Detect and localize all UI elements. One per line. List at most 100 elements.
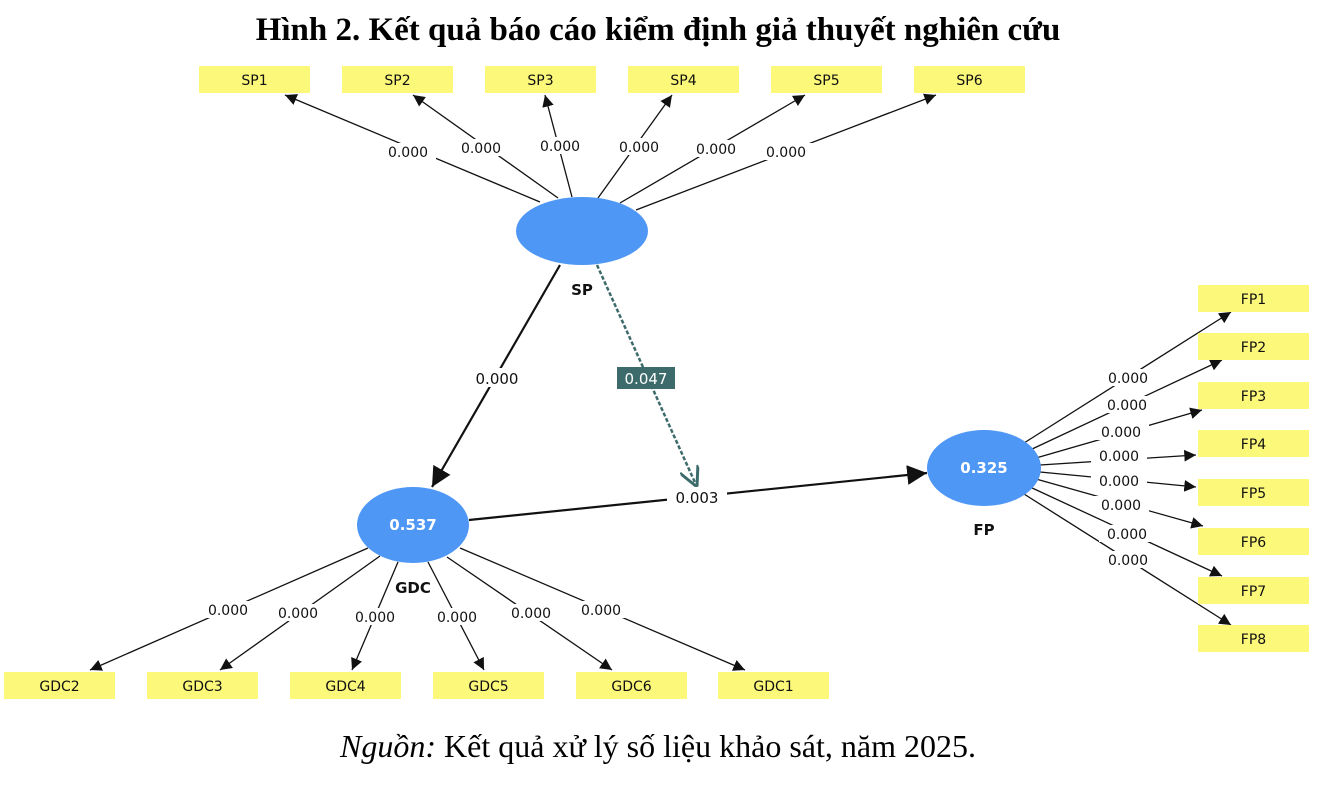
indicator-box (628, 66, 739, 93)
label-bg (503, 604, 559, 621)
indicator-box (342, 66, 453, 93)
loading-p-value: 0.000 (540, 139, 580, 155)
indicator-box (1198, 625, 1309, 652)
label-bg (380, 143, 436, 160)
indicator-box (433, 672, 544, 699)
indicator-label: GDC1 (753, 679, 793, 695)
indicator-label: FP2 (1241, 340, 1266, 356)
indicator-label: FP5 (1241, 486, 1266, 502)
indicator-fp3[interactable]: FP3 (1198, 382, 1309, 409)
loading-p-value: 0.000 (1099, 449, 1139, 465)
indicator-box (1198, 430, 1309, 457)
indicator-label: GDC3 (182, 679, 222, 695)
label-bg (347, 608, 403, 625)
construct-label: FP (973, 521, 994, 539)
label-bg (1100, 369, 1156, 386)
indicator-label: GDC5 (468, 679, 508, 695)
indicator-label: FP4 (1241, 437, 1266, 453)
figure-caption: Nguồn: Kết quả xử lý số liệu khảo sát, n… (0, 728, 1316, 765)
construct-label: GDC (395, 579, 431, 597)
indicator-fp6[interactable]: FP6 (1198, 528, 1309, 555)
label-bg (1099, 396, 1155, 413)
construct-ellipse (516, 197, 648, 265)
path-gdc-to-fp-p-value: 0.003 (676, 489, 719, 507)
indicator-label: FP7 (1241, 584, 1266, 600)
label-bg (1093, 496, 1149, 513)
indicator-fp4[interactable]: FP4 (1198, 430, 1309, 457)
indicator-fp8[interactable]: FP8 (1198, 625, 1309, 652)
figure-title: Hình 2. Kết quả báo cáo kiểm định giả th… (255, 12, 1061, 48)
indicator-fp1[interactable]: FP1 (1198, 285, 1309, 312)
loading-p-value: 0.000 (1101, 498, 1141, 514)
label-bg (429, 608, 485, 625)
label-bg (467, 368, 527, 387)
label-bg (1093, 423, 1149, 440)
indicator-label: GDC6 (611, 679, 651, 695)
indicator-box (1198, 382, 1309, 409)
indicator-box (1198, 479, 1309, 506)
indicator-gdc1[interactable]: GDC1 (718, 672, 829, 699)
label-bg (453, 139, 509, 156)
label-bg (1091, 472, 1147, 489)
indicator-label: SP4 (670, 73, 696, 89)
construct-sp[interactable]: SP (516, 197, 648, 299)
indicator-box (1198, 333, 1309, 360)
caption-source-label: Nguồn: (340, 728, 437, 764)
indicator-label: SP3 (527, 73, 553, 89)
loading-p-value: 0.000 (278, 606, 318, 622)
indicator-gdc4[interactable]: GDC4 (290, 672, 401, 699)
indicator-label: FP3 (1241, 389, 1266, 405)
indicator-box (485, 66, 596, 93)
loading-p-value: 0.000 (581, 603, 621, 619)
indicator-box (914, 66, 1025, 93)
indicator-box (771, 66, 882, 93)
indicator-box (576, 672, 687, 699)
loading-p-value: 0.000 (1108, 371, 1148, 387)
indicator-sp5[interactable]: SP5 (771, 66, 882, 93)
indicator-sp4[interactable]: SP4 (628, 66, 739, 93)
indicator-gdc6[interactable]: GDC6 (576, 672, 687, 699)
indicator-sp6[interactable]: SP6 (914, 66, 1025, 93)
loading-p-value: 0.000 (696, 142, 736, 158)
loading-p-value: 0.000 (461, 141, 501, 157)
indicator-sp3[interactable]: SP3 (485, 66, 596, 93)
loading-p-value: 0.000 (437, 610, 477, 626)
indicator-label: SP1 (241, 73, 267, 89)
label-bg (1099, 525, 1155, 542)
indicator-label: FP1 (1241, 292, 1266, 308)
loading-p-value: 0.000 (355, 610, 395, 626)
loading-p-value: 0.000 (1108, 553, 1148, 569)
indicator-fp2[interactable]: FP2 (1198, 333, 1309, 360)
loading-p-value: 0.000 (766, 145, 806, 161)
indicator-label: FP8 (1241, 632, 1266, 648)
r-squared-value: 0.537 (389, 516, 436, 534)
r-squared-value: 0.325 (960, 459, 1007, 477)
indicator-box (1198, 528, 1309, 555)
label-bg (200, 601, 256, 618)
path-sp-to-fp-p-value: 0.047 (625, 370, 668, 388)
indicator-label: GDC2 (39, 679, 79, 695)
label-bg (617, 367, 675, 389)
indicator-fp7[interactable]: FP7 (1198, 577, 1309, 604)
indicator-gdc3[interactable]: GDC3 (147, 672, 258, 699)
loading-p-value: 0.000 (1107, 527, 1147, 543)
indicator-box (147, 672, 258, 699)
construct-ellipse (927, 430, 1041, 506)
construct-ellipse (357, 487, 469, 563)
label-bg (611, 138, 667, 155)
loading-p-value: 0.000 (1099, 474, 1139, 490)
indicator-sp1[interactable]: SP1 (199, 66, 310, 93)
indicator-sp2[interactable]: SP2 (342, 66, 453, 93)
label-bg (532, 137, 588, 154)
loading-p-value: 0.000 (511, 606, 551, 622)
indicator-gdc2[interactable]: GDC2 (4, 672, 115, 699)
indicator-fp5[interactable]: FP5 (1198, 479, 1309, 506)
indicator-gdc5[interactable]: GDC5 (433, 672, 544, 699)
indicator-label: GDC4 (325, 679, 365, 695)
label-bg (270, 604, 326, 621)
indicator-label: SP2 (384, 73, 410, 89)
label-bg (1100, 551, 1156, 568)
